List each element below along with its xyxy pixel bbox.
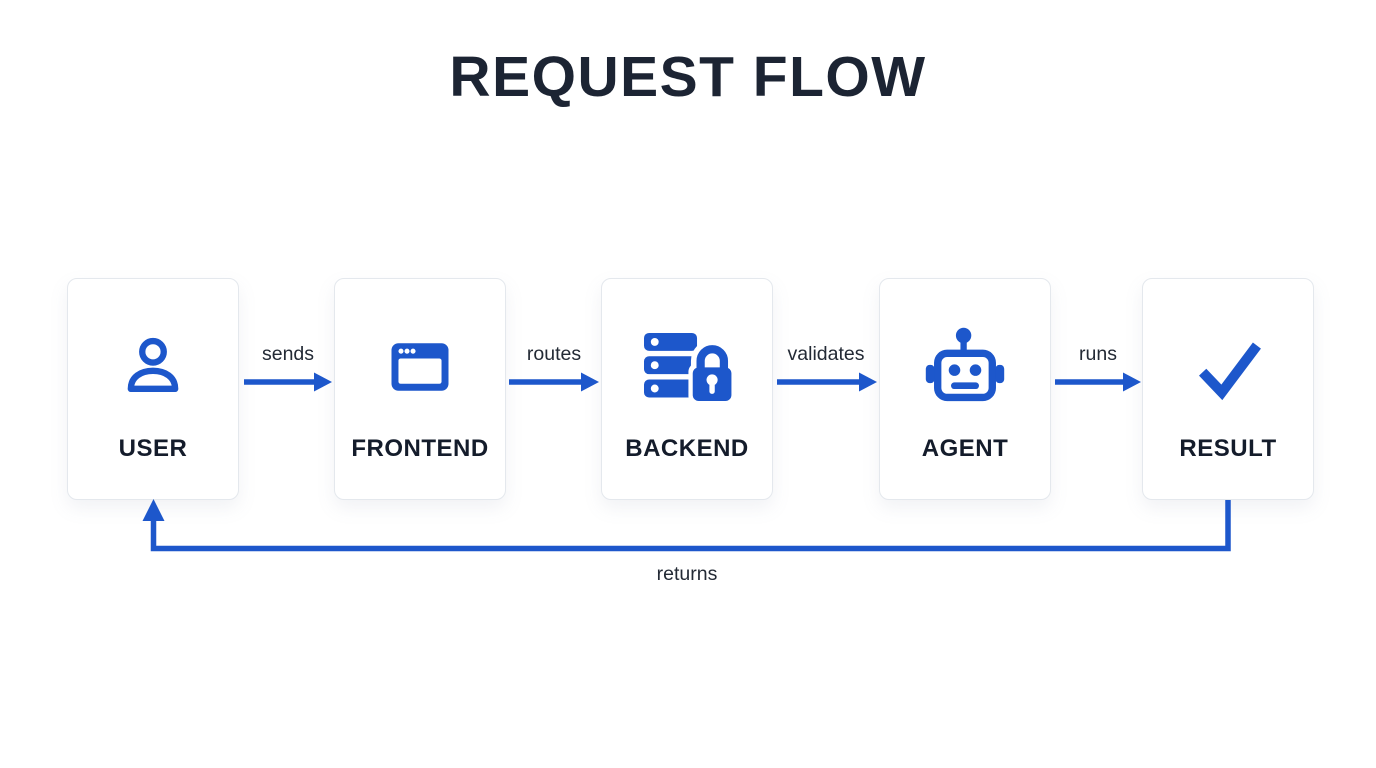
node-user: USER xyxy=(67,278,239,500)
arrow-backend-to-agent xyxy=(776,371,878,393)
server-lock-icon xyxy=(638,323,736,411)
arrow-result-to-user xyxy=(140,496,1242,560)
robot-icon xyxy=(918,323,1012,411)
edge-label-returns: returns xyxy=(656,563,718,585)
page-title: REQUEST FLOW xyxy=(449,45,927,109)
edge-label-runs: runs xyxy=(1079,343,1117,365)
node-result: RESULT xyxy=(1142,278,1314,500)
edge-label-routes: routes xyxy=(526,343,582,365)
arrow-user-to-frontend xyxy=(243,371,333,393)
node-label-agent: AGENT xyxy=(921,435,1009,462)
node-backend: BACKEND xyxy=(601,278,773,500)
node-agent: AGENT xyxy=(879,278,1051,500)
arrow-frontend-to-backend xyxy=(508,371,600,393)
edge-label-validates: validates xyxy=(787,343,865,365)
user-icon xyxy=(115,323,191,411)
node-label-result: RESULT xyxy=(1179,435,1277,462)
browser-window-icon xyxy=(379,323,461,411)
checkmark-icon xyxy=(1184,323,1272,411)
node-label-backend: BACKEND xyxy=(625,435,749,462)
node-frontend: FRONTEND xyxy=(334,278,506,500)
node-label-frontend: FRONTEND xyxy=(351,435,489,462)
node-label-user: USER xyxy=(118,435,188,462)
arrow-agent-to-result xyxy=(1054,371,1142,393)
edge-label-sends: sends xyxy=(261,343,315,365)
